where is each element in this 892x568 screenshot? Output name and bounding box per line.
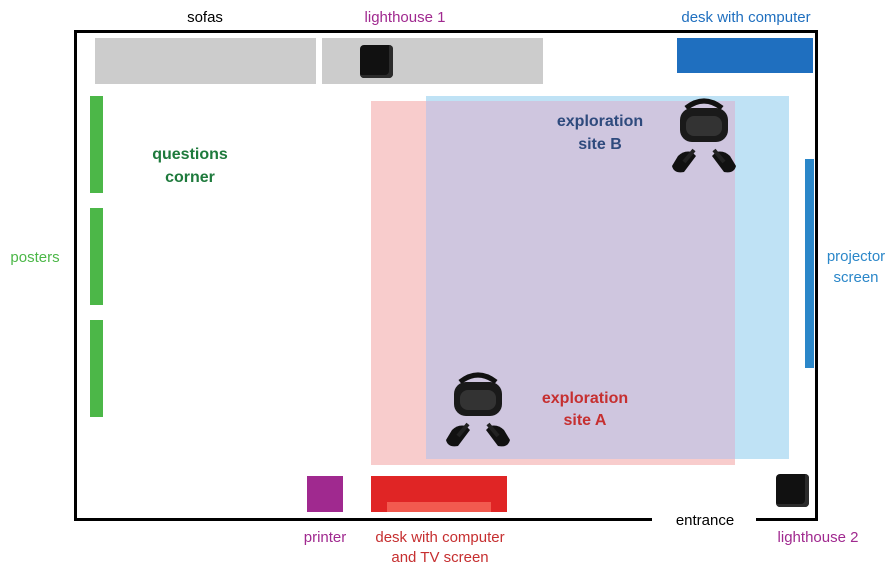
desk-tv-label-line1: desk with computer <box>375 529 505 546</box>
poster-1 <box>90 96 103 193</box>
entrance-label: entrance <box>675 512 735 529</box>
printer-label: printer <box>303 529 347 546</box>
desk-tv-label-line2: and TV screen <box>391 549 489 566</box>
projector-screen <box>805 159 814 368</box>
poster-3 <box>90 320 103 417</box>
questions-corner-label-line1: questions <box>152 146 228 163</box>
site-a-label-line2: site A <box>563 412 607 429</box>
site-a-label-line1: exploration <box>541 390 629 407</box>
site-b-label-line1: exploration <box>556 113 644 130</box>
room-outline <box>74 30 818 521</box>
lighthouse-1-icon <box>360 45 393 78</box>
tv-screen <box>387 502 491 512</box>
lighthouse-1-label: lighthouse 1 <box>364 9 446 26</box>
site-b-label-line2: site B <box>578 136 622 153</box>
printer <box>307 476 343 512</box>
sofa-left <box>95 38 316 84</box>
vr-headset-icon <box>672 98 736 173</box>
vr-headset-icon <box>446 372 510 447</box>
lighthouse-2-icon <box>776 474 809 507</box>
questions-corner-label-line2: corner <box>165 169 215 186</box>
entrance-gap <box>652 516 756 526</box>
lighthouse-2-label: lighthouse 2 <box>777 529 859 546</box>
projector-screen-label-line2: screen <box>833 269 879 286</box>
desk-with-computer <box>677 38 813 73</box>
sofa-right <box>322 38 543 84</box>
projector-screen-label-line1: projector <box>826 248 886 265</box>
posters-label: posters <box>10 249 60 266</box>
sofas-label: sofas <box>187 9 223 26</box>
poster-2 <box>90 208 103 305</box>
desk-with-computer-label: desk with computer <box>681 9 811 26</box>
